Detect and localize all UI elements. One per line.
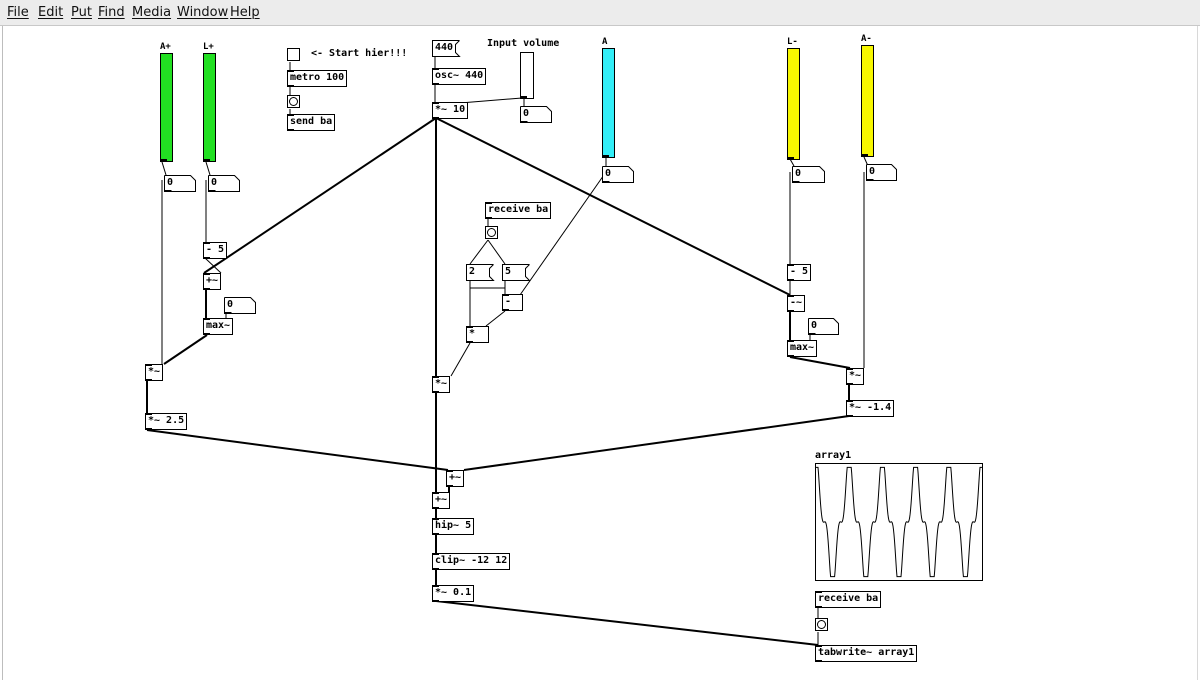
minus-object[interactable]: - <box>502 294 523 311</box>
multiply-2-5-object[interactable]: *~ 2.5 <box>145 413 188 430</box>
array-label: array1 <box>815 450 852 461</box>
send-ba-object[interactable]: send ba <box>287 114 336 131</box>
array-graph[interactable] <box>815 463 983 581</box>
number-right-max[interactable]: 0 <box>808 318 839 335</box>
message-2[interactable]: 2 <box>466 264 490 281</box>
cord[interactable] <box>450 342 471 377</box>
number-l-minus[interactable]: 0 <box>792 166 825 183</box>
multiply-10-object[interactable]: *~ 10 <box>432 102 469 119</box>
number-volume[interactable]: 0 <box>520 106 552 123</box>
cord[interactable] <box>459 97 523 104</box>
plus-signal-left-object[interactable]: +~ <box>203 273 222 290</box>
menu-edit[interactable]: Edit <box>38 5 64 20</box>
cord[interactable] <box>205 161 211 176</box>
hip-object[interactable]: hip~ 5 <box>432 518 475 535</box>
tabwrite-object[interactable]: tabwrite~ array1 <box>815 645 918 662</box>
multiply-object[interactable]: * <box>466 326 489 343</box>
add-signal-object-1[interactable]: +~ <box>446 470 465 487</box>
menu-window[interactable]: Window <box>177 5 229 20</box>
vu-meter-l-plus[interactable] <box>203 53 216 162</box>
menu-file[interactable]: File <box>7 5 29 20</box>
patch-cords <box>146 57 869 646</box>
bang-receive-top[interactable] <box>485 226 498 239</box>
metro-object[interactable]: metro 100 <box>287 70 348 87</box>
cord-signal[interactable] <box>146 429 449 471</box>
minus-signal-right-object[interactable]: -~ <box>787 295 806 312</box>
cord[interactable] <box>469 280 506 295</box>
message-5[interactable]: 5 <box>502 264 526 281</box>
receive-ba-object-top[interactable]: receive ba <box>485 202 552 219</box>
vu-meter-a-plus[interactable] <box>160 53 173 162</box>
receive-ba-object-bottom[interactable]: receive ba <box>815 591 882 608</box>
label-l-minus: L- <box>787 37 798 47</box>
cord-signal[interactable] <box>435 600 819 646</box>
cord[interactable] <box>161 161 167 176</box>
vu-meter-a[interactable] <box>602 48 615 158</box>
array-waveform <box>816 466 982 578</box>
label-l-plus: L+ <box>203 42 214 52</box>
multiply-signal-left-object[interactable]: *~ <box>145 364 164 381</box>
multiply-0-1-object[interactable]: *~ 0.1 <box>432 585 475 602</box>
input-volume-slider[interactable] <box>520 52 534 99</box>
cord-signal[interactable] <box>163 334 208 365</box>
cord[interactable] <box>485 310 506 327</box>
minus-5-right-object[interactable]: - 5 <box>787 264 812 281</box>
cord-signal[interactable] <box>789 356 851 369</box>
input-volume-label: Input volume <box>487 38 560 49</box>
bang-metro[interactable] <box>287 95 300 108</box>
menu-find[interactable]: Find <box>98 5 125 20</box>
label-a-plus: A+ <box>160 42 171 52</box>
start-hint-comment: <- Start hier!!! <box>311 48 408 59</box>
start-toggle[interactable] <box>287 48 300 61</box>
clip-object[interactable]: clip~ -12 12 <box>432 553 511 570</box>
cord[interactable] <box>469 239 489 265</box>
number-a-plus[interactable]: 0 <box>164 175 196 192</box>
add-signal-object-2[interactable]: +~ <box>432 492 451 509</box>
multiply-neg-1-4-object[interactable]: *~ -1.4 <box>846 400 895 417</box>
vu-meter-a-minus[interactable] <box>861 45 874 157</box>
label-a: A <box>602 37 608 47</box>
vu-meter-l-minus[interactable] <box>787 48 800 160</box>
osc-object[interactable]: osc~ 440 <box>432 68 487 85</box>
menu-help[interactable]: Help <box>230 5 260 20</box>
menu-put[interactable]: Put <box>71 5 92 20</box>
cord[interactable] <box>487 239 506 265</box>
cord[interactable] <box>204 257 222 274</box>
cord[interactable] <box>789 158 795 167</box>
number-a-minus[interactable]: 0 <box>866 164 897 181</box>
menu-bar: File Edit Put Find Media Window Help <box>0 0 1200 26</box>
cord-signal[interactable] <box>203 117 437 274</box>
multiply-signal-right-object[interactable]: *~ <box>846 368 865 385</box>
number-left-max[interactable]: 0 <box>224 297 256 314</box>
number-l-plus[interactable]: 0 <box>208 175 240 192</box>
minus-5-left-object[interactable]: - 5 <box>203 242 228 259</box>
message-440[interactable]: 440 <box>432 40 456 57</box>
max-signal-right-object[interactable]: max~ <box>787 340 818 357</box>
max-signal-left-object[interactable]: max~ <box>203 318 234 335</box>
menu-media[interactable]: Media <box>132 5 172 20</box>
cord-signal[interactable] <box>463 415 850 471</box>
patch-canvas[interactable]: A+ L+ A L- A- Input volume <- Start hier… <box>0 26 1200 682</box>
number-a[interactable]: 0 <box>602 166 634 183</box>
cord-signal[interactable] <box>435 117 791 296</box>
cord[interactable] <box>519 171 607 296</box>
bang-receive-bottom[interactable] <box>815 618 828 631</box>
multiply-signal-center-object[interactable]: *~ <box>432 376 451 393</box>
label-a-minus: A- <box>861 34 872 44</box>
